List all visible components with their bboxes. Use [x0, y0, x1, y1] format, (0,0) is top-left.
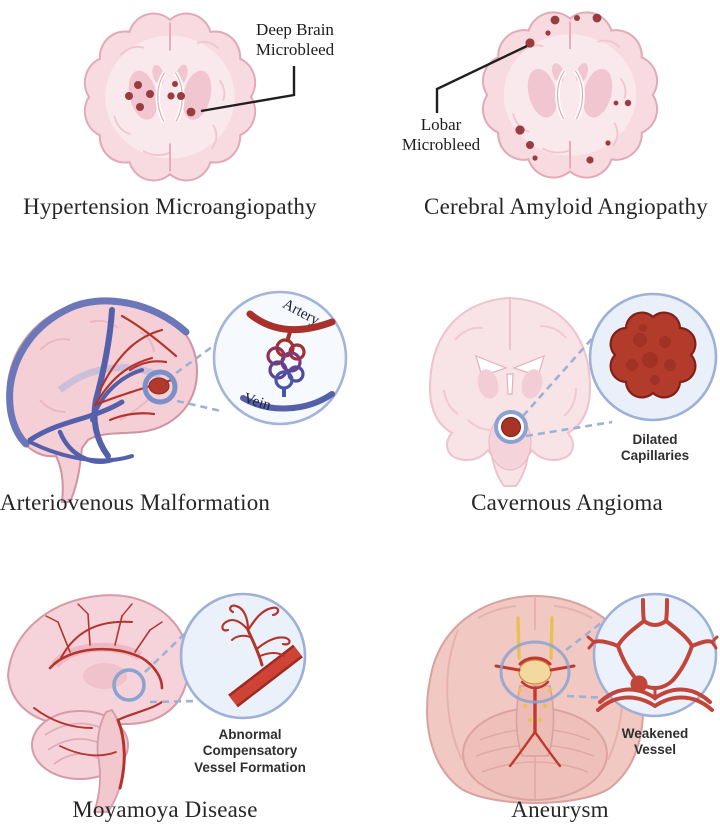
inset-vein-vessel	[240, 391, 335, 412]
lobar-microbleed-label: Lobar Microbleed	[401, 115, 481, 154]
cerebral-arteries	[33, 603, 164, 790]
panel-title-cavernous-angioma: Cavernous Angioma	[471, 490, 663, 515]
olfactory-tracts	[516, 616, 554, 660]
panel-hypertension-microangiopathy: Deep Brain Microbleed Hypertension Micro…	[0, 0, 360, 230]
coronal-brain-cavernoma-illustration	[428, 292, 718, 487]
capillary-texture	[626, 324, 676, 385]
avm-nidus-spot	[148, 377, 170, 395]
avm-site-ring	[142, 369, 178, 405]
panel-moyamoya-disease: Abnormal Compensatory Vessel Formation M…	[0, 560, 360, 829]
deep-brain-microbleed-label: Deep Brain Microbleed	[255, 20, 335, 59]
panel-title-arteriovenous-malformation: Arteriovenous Malformation	[0, 490, 271, 515]
gyri-lines	[443, 325, 577, 431]
panel-title-aneurysm: Aneurysm	[511, 797, 609, 822]
internal-vein-band	[57, 364, 162, 393]
panel-aneurysm: Weakened Vessel Aneurysm	[360, 560, 720, 829]
panel-arteriovenous-malformation: Artery Vein Arteriovenous Malformation	[0, 270, 360, 532]
axial-brain-shape	[483, 12, 657, 177]
inset-willis-schematic	[586, 598, 719, 712]
callout-dash-lines	[522, 332, 613, 438]
occluded-vessel-rod	[228, 644, 303, 708]
callout-dash-lines	[565, 614, 611, 700]
aneurysm-site-ring	[499, 640, 571, 704]
inferior-brain-aneurysm-illustration	[426, 592, 719, 804]
circle-of-willis-arteries	[494, 656, 576, 768]
abnormal-vessel-formation-label: Abnormal Compensatory Vessel Formation	[194, 727, 306, 775]
aneurysm-bulge	[630, 675, 648, 693]
cranial-nerve-dots	[517, 687, 553, 723]
sagittal-brain-moyamoya-illustration	[6, 592, 307, 813]
inset-nidus-tangle	[266, 331, 306, 397]
cavernoma-lesion	[501, 417, 521, 437]
axial-brain-deep-microbleeds-illustration	[0, 0, 296, 230]
gyri-lines	[39, 319, 155, 421]
magnifier-circle	[592, 592, 718, 718]
lobar-microbleed-dots	[515, 13, 632, 164]
weakened-vessel-label: Weakened Vessel	[621, 726, 689, 758]
magnifier-circle	[212, 290, 348, 426]
panel-title-cerebral-amyloid-angiopathy: Cerebral Amyloid Angiopathy	[424, 194, 708, 219]
moyamoya-site-ring	[112, 668, 146, 702]
sagittal-brain-avm-illustration: Artery Vein	[6, 290, 348, 503]
deep-microbleed-dots	[125, 81, 196, 117]
axial-brain-lobar-microbleeds-illustration	[435, 0, 720, 230]
cerebral-veins	[27, 307, 144, 464]
dilated-capillaries-label: Dilated Capillaries	[620, 432, 690, 464]
sagittal-sinus-vein	[6, 297, 190, 448]
pointer-line	[200, 66, 296, 113]
panel-cavernous-angioma: Dilated Capillaries Cavernous Angioma	[360, 270, 720, 532]
magnifier-circle	[179, 592, 307, 720]
panel-cerebral-amyloid-angiopathy: Lobar Microbleed Cerebral Amyloid Angiop…	[360, 0, 720, 230]
inset-artery-vessel	[246, 310, 336, 334]
callout-dash-lines	[175, 342, 222, 413]
optic-chiasm	[518, 659, 552, 685]
panel-title-hypertension-microangiopathy: Hypertension Microangiopathy	[23, 194, 317, 219]
panel-title-moyamoya-disease: Moyamoya Disease	[72, 797, 258, 822]
pointer-line	[435, 44, 528, 113]
basal-ganglia-right	[521, 369, 543, 399]
cerebrum-shape	[6, 594, 190, 725]
thalamus	[83, 663, 127, 689]
compensatory-vessel-tangle	[221, 604, 291, 667]
basal-ganglia-left	[477, 369, 499, 399]
